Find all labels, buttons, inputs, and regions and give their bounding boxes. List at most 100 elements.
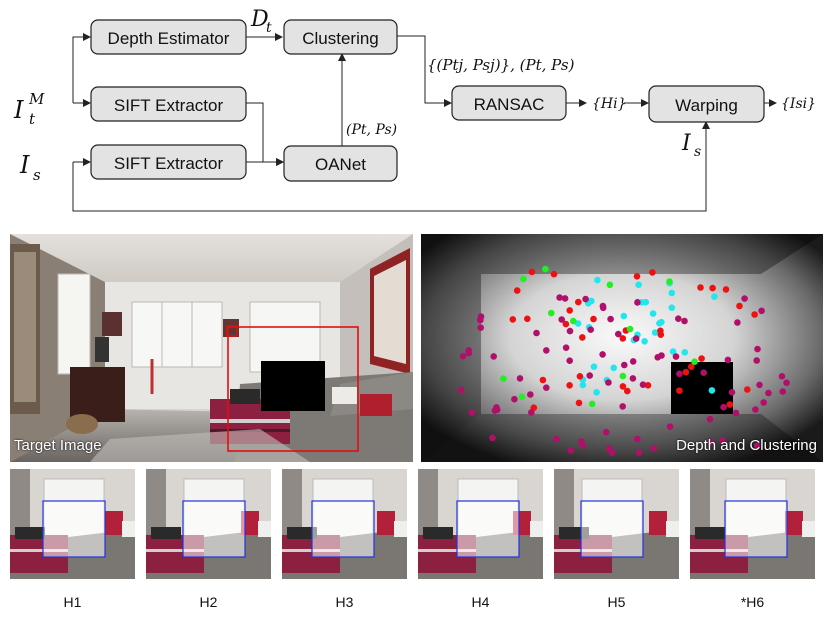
homography-label: *H6 [740, 594, 765, 610]
cluster-point [477, 313, 485, 320]
matches-label: {(Ptj, Psj)}, (Pt, Ps) [427, 56, 575, 74]
cluster-point [754, 345, 761, 353]
input-source-label: I s [19, 151, 41, 184]
clustering-node: Clustering [283, 19, 398, 55]
ransac-label: RANSAC [474, 95, 545, 114]
cluster-point [651, 329, 659, 336]
cluster-point [650, 445, 658, 452]
cluster-point [706, 415, 714, 423]
cluster-point [620, 312, 628, 320]
cluster-point [594, 276, 601, 284]
ransac-node: RANSAC [451, 85, 567, 121]
depth-estimator-label: Depth Estimator [108, 29, 230, 48]
cluster-point [524, 315, 531, 323]
cluster-point [632, 335, 640, 342]
cluster-point [779, 388, 787, 395]
cluster-point [728, 389, 736, 396]
cluster-point [516, 375, 524, 382]
cluster-point [579, 381, 587, 389]
cluster-point [676, 387, 683, 394]
cluster-point [578, 438, 585, 445]
cluster-point [556, 294, 563, 301]
cluster-point [711, 293, 718, 300]
pipeline-diagram: Depth Estimator Clustering SIFT Extracto… [13, 7, 816, 212]
cluster-point [548, 309, 555, 317]
cluster-point [513, 287, 521, 294]
cluster-point [619, 383, 627, 390]
cluster-point [558, 316, 565, 323]
cluster-point [681, 317, 688, 325]
cluster-point [676, 370, 683, 378]
cluster-point [626, 325, 634, 333]
cluster-point [734, 319, 741, 326]
cluster-point [641, 338, 648, 345]
cluster-point [615, 330, 622, 338]
homography-thumbnail [10, 469, 135, 579]
cluster-points [457, 265, 790, 456]
target-image: Target Image [10, 234, 413, 462]
cluster-point [490, 353, 497, 360]
cluster-point [649, 310, 657, 317]
thumbnail-photo [418, 469, 543, 579]
homography-thumbnail [418, 469, 543, 579]
cluster-point [586, 372, 593, 379]
cluster-point [760, 399, 767, 406]
cluster-point [593, 389, 600, 396]
cluster-point [550, 270, 558, 278]
cluster-point [582, 295, 589, 303]
cluster-point [758, 307, 765, 315]
cluster-point [509, 316, 517, 323]
cluster-point [527, 391, 534, 398]
homographies-label: {Hi} [592, 96, 627, 112]
cluster-point [493, 404, 500, 411]
cluster-point [657, 331, 665, 338]
cluster-point [619, 335, 627, 342]
cluster-point [732, 409, 740, 417]
homography-label: H5 [607, 594, 626, 610]
cluster-point [778, 373, 786, 380]
warped-output-label: {Isi} [781, 96, 816, 112]
cluster-point [658, 318, 665, 326]
cluster-point [588, 400, 596, 408]
cluster-point [543, 384, 550, 391]
thumbnail-photo [146, 469, 271, 579]
oanet-node: OANet [283, 145, 398, 182]
svg-text:I: I [13, 96, 24, 124]
cluster-point [562, 320, 570, 328]
cluster-point [751, 311, 758, 318]
cluster-point [575, 298, 582, 306]
cluster-point [698, 355, 705, 362]
cluster-point [539, 376, 547, 384]
cluster-point [599, 351, 606, 358]
cluster-point [599, 304, 607, 312]
homography-thumbnail [690, 469, 815, 579]
homography-label: H3 [335, 594, 354, 610]
cluster-point [567, 447, 574, 454]
cluster-point [753, 442, 761, 449]
cluster-point [465, 347, 472, 354]
cluster-point [672, 353, 680, 360]
cluster-point [606, 281, 614, 289]
cluster-point [500, 375, 507, 382]
cluster-point [566, 357, 573, 364]
cluster-point [619, 403, 626, 410]
cluster-point [575, 399, 583, 407]
sift-extractor-label-1: SIFT Extractor [114, 96, 224, 115]
keypoints-label: (Pt, Ps) [346, 122, 397, 138]
depth-map [421, 234, 823, 462]
cluster-point [675, 315, 682, 322]
svg-text:I: I [681, 131, 692, 156]
cluster-point [736, 302, 743, 310]
cluster-point [682, 368, 690, 376]
sift-extractor-node-2: SIFT Extractor [90, 144, 247, 180]
depth-estimator-node: Depth Estimator [90, 19, 247, 55]
cluster-point [607, 315, 614, 323]
cluster-point [765, 389, 772, 397]
cluster-point [634, 299, 641, 306]
cluster-point [566, 307, 573, 314]
cluster-point [561, 295, 569, 302]
svg-text:t: t [29, 110, 36, 128]
cluster-point [634, 435, 641, 443]
cluster-point [724, 356, 732, 364]
cluster-point [720, 403, 727, 411]
